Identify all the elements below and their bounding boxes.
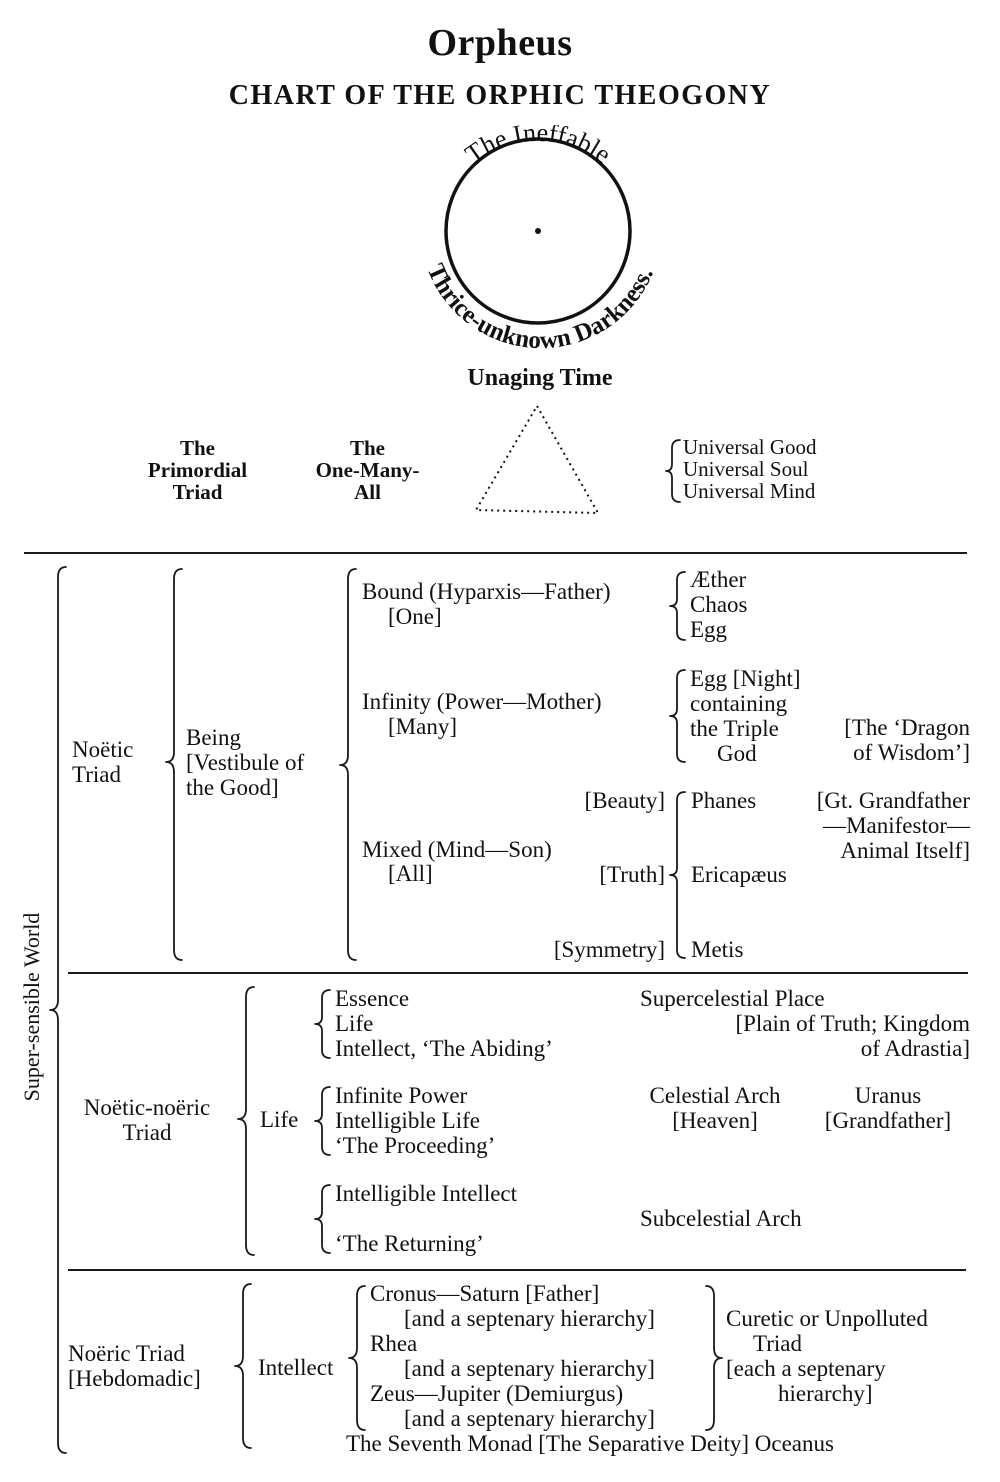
abiding-group: Essence Life Intellect, ‘The Abiding’: [335, 986, 553, 1061]
unaging-time-label: Unaging Time: [467, 365, 613, 391]
rhea: Rhea: [370, 1331, 418, 1356]
circle-top-text: The Ineffable: [460, 125, 617, 169]
bound-brace: [669, 571, 686, 641]
celestial-arch: Celestial Arch [Heaven]: [649, 1083, 781, 1133]
zeus-jupiter: Zeus—Jupiter (Demiurgus): [370, 1381, 624, 1406]
infinity-label: Infinity (Power—Mother): [362, 689, 602, 714]
infinity-items: Egg [Night] containing the Triple God: [690, 666, 801, 766]
bound-label: Bound (Hyparxis—Father): [362, 579, 611, 604]
god-ericapaeus: Ericapæus: [691, 862, 787, 887]
dotted-triangle: [474, 404, 600, 515]
cronus-hierarchy: [and a septenary hierarchy]: [404, 1306, 655, 1331]
super-sensible-world-label: Super-sensible World: [19, 912, 44, 1102]
intellect-label: Intellect: [258, 1355, 334, 1380]
circle-center-dot: [535, 228, 541, 234]
virtue-beauty: [Beauty]: [584, 788, 665, 813]
curetic-brace: [705, 1285, 723, 1431]
noetic-principles-brace: [339, 568, 357, 961]
zeus-hierarchy: [and a septenary hierarchy]: [404, 1406, 655, 1431]
intelligible-intellect: Intelligible Intellect: [335, 1181, 518, 1206]
ineffable-circle: The Ineffable Thrice-unknown Darkness.: [421, 125, 658, 354]
infinity-sub: [Many]: [388, 714, 457, 739]
supercelestial-place: Supercelestial Place: [640, 986, 825, 1011]
virtue-symmetry: [Symmetry]: [553, 937, 665, 962]
abiding-brace: [314, 989, 331, 1059]
rhea-hierarchy: [and a septenary hierarchy]: [404, 1356, 655, 1381]
mixed-brace: [669, 791, 686, 959]
divider-top: [24, 552, 967, 554]
page-title: Orpheus: [427, 22, 573, 64]
universal-attributes: Universal Good Universal Soul Universal …: [683, 435, 817, 503]
cronus-saturn: Cronus—Saturn [Father]: [370, 1281, 600, 1306]
intellect-brace: [234, 1283, 252, 1449]
virtue-truth: [Truth]: [599, 862, 665, 887]
life-label: Life: [260, 1107, 299, 1132]
proceeding-group: Infinite Power Intelligible Life ‘The Pr…: [335, 1083, 496, 1158]
supercelestial-note: [Plain of Truth; Kingdom of Adrastia]: [735, 1011, 970, 1061]
god-metis: Metis: [691, 937, 744, 962]
seventh-monad: The Seventh Monad [The Separative Deity]…: [346, 1431, 834, 1456]
curetic-triad: Curetic or Unpolluted Triad [each a sept…: [726, 1306, 928, 1406]
noeric-triad-label: Noëric Triad [Hebdomadic]: [68, 1341, 201, 1391]
uranus-label: Uranus [Grandfather]: [824, 1083, 952, 1133]
the-returning: ‘The Returning’: [335, 1231, 484, 1256]
chart-subtitle: CHART OF THE ORPHIC THEOGONY: [228, 80, 772, 111]
subcelestial-arch: Subcelestial Arch: [640, 1206, 802, 1231]
universal-brace: [665, 439, 681, 503]
bound-items: Æther Chaos Egg: [690, 567, 748, 642]
proceeding-brace: [314, 1086, 331, 1156]
phanes-note: [Gt. Grandfather —Manifestor— Animal Its…: [816, 788, 970, 863]
bound-sub: [One]: [388, 604, 442, 629]
life-brace: [237, 986, 255, 1256]
god-phanes: Phanes: [691, 788, 757, 813]
noeric-gods-brace: [348, 1285, 366, 1431]
mixed-sub: [All]: [388, 861, 433, 886]
divider-noetic-noeric: [68, 1269, 966, 1271]
being-label: Being [Vestibule of the Good]: [186, 725, 305, 800]
primordial-triad-label: The Primordial Triad: [147, 436, 248, 504]
super-sensible-brace: [49, 566, 67, 1454]
being-brace: [165, 568, 183, 961]
noetic-triad-label: Noëtic Triad: [72, 737, 134, 787]
one-many-all-label: The One-Many- All: [315, 436, 420, 504]
dragon-of-wisdom-note: [The ‘Dragon of Wisdom’]: [844, 715, 970, 765]
circle-outline: [444, 137, 632, 325]
returning-brace: [314, 1184, 331, 1254]
mixed-label: Mixed (Mind—Son): [362, 837, 552, 862]
noetic-noeric-triad-label: Noëtic-noëric Triad: [83, 1095, 211, 1145]
divider-noetic: [68, 972, 968, 974]
infinity-brace: [669, 669, 686, 763]
